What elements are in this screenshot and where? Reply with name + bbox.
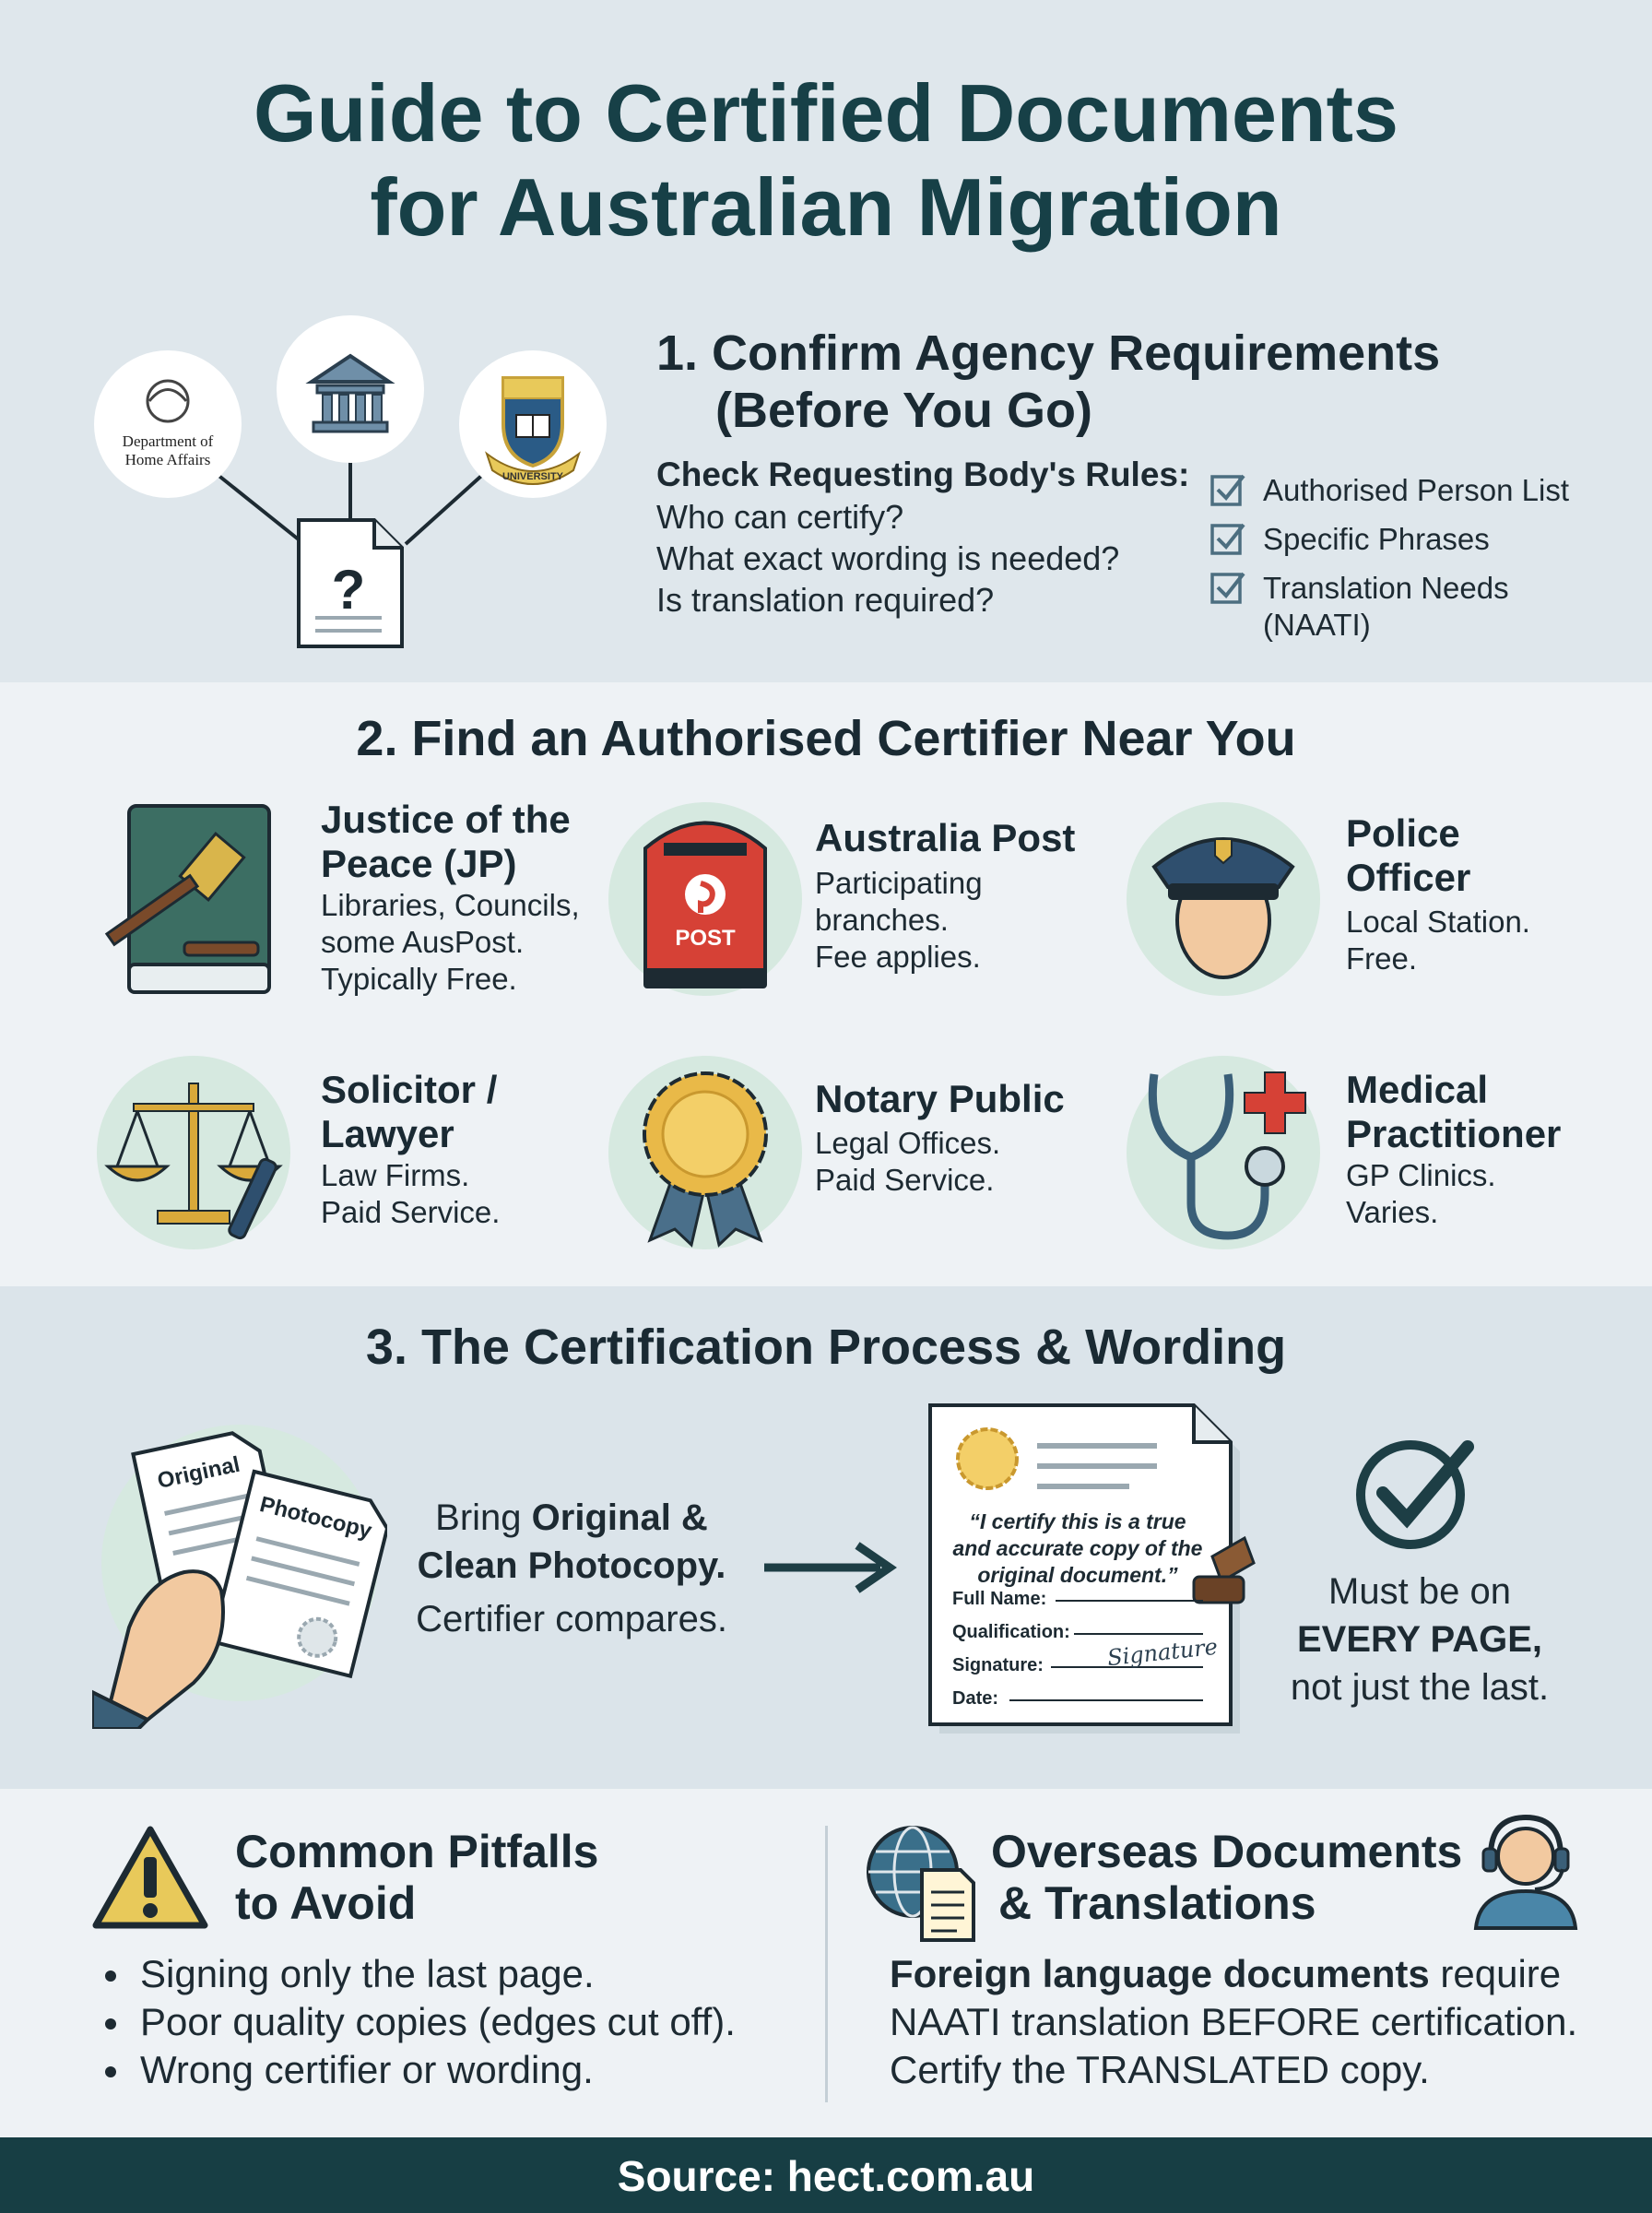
certification-quote: “I certify this is a true and accurate c…: [952, 1509, 1203, 1587]
certifier-title: Police Officer: [1346, 811, 1471, 899]
checklist-item: Specific Phrases: [1210, 521, 1490, 558]
certifier-desc: Local Station. Free.: [1346, 905, 1530, 976]
checklist-item: Translation Needs(NAATI): [1210, 570, 1509, 644]
certifier-desc: Participating branches. Fee applies.: [815, 866, 983, 974]
support-agent-icon: [1473, 1814, 1578, 1930]
step3-heading: 3. The Certification Process & Wording: [365, 1320, 1287, 1375]
rosette-icon: [608, 1056, 802, 1249]
step1-section: Department of Home Affairs UNIVERSITY: [0, 277, 1652, 682]
arrow-right-icon: [764, 1542, 897, 1593]
scales-pen-icon: [97, 1056, 290, 1249]
list-item: Wrong certifier or wording.: [101, 2046, 736, 2094]
tips-section: Common Pitfalls to Avoid Signing only th…: [0, 1789, 1652, 2137]
checkbox-checked-icon: [1210, 572, 1245, 604]
step1-heading: 1. Confirm Agency Requirements (Before Y…: [656, 325, 1441, 438]
certifier-desc: GP Clinics. Varies.: [1346, 1158, 1496, 1229]
overseas-heading: Overseas Documents & Translations: [991, 1826, 1463, 1929]
checkbox-checked-icon: [1210, 474, 1245, 506]
certified-copy-document: “I certify this is a true and accurate c…: [926, 1402, 1277, 1743]
list-item: Poor quality copies (edges cut off).: [101, 1998, 736, 2046]
page-title: Guide to Certified Documents for Austral…: [254, 67, 1398, 253]
post-box-icon: POST: [608, 802, 802, 996]
overseas-text: Foreign language documents require NAATI…: [890, 1952, 1578, 2091]
dept-label-1: Department of: [123, 432, 214, 450]
police-officer-icon: [1127, 802, 1320, 996]
certifier-title: Medical Practitioner: [1346, 1068, 1562, 1155]
warning-icon: [92, 1826, 208, 1929]
university-crest-icon: UNIVERSITY: [459, 350, 607, 498]
stethoscope-icon: [1127, 1056, 1320, 1249]
step3-section: 3. The Certification Process & Wording O…: [0, 1286, 1652, 1789]
gavel-book-icon: [92, 802, 286, 996]
bring-documents-text: Bring Original & Clean Photocopy. Certif…: [416, 1497, 727, 1639]
certifier-title: Notary Public: [815, 1077, 1065, 1120]
post-label: POST: [675, 926, 736, 951]
column-divider: [825, 1826, 828, 2102]
header-section: Guide to Certified Documents for Austral…: [0, 0, 1652, 277]
certifier-title: Australia Post: [815, 816, 1076, 859]
checklist-item: Authorised Person List: [1210, 472, 1569, 509]
certifier-title: Justice of the Peace (JP): [321, 798, 571, 885]
documents-hand-illustration: Original Photocopy: [90, 1415, 390, 1731]
question-document-icon: ?: [295, 516, 406, 650]
home-affairs-icon: Department of Home Affairs: [94, 350, 242, 498]
step1-subheading: Check Requesting Body's Rules:: [656, 456, 1190, 493]
certifier-desc: Libraries, Councils, some AusPost. Typic…: [321, 888, 580, 996]
university-label: UNIVERSITY: [502, 471, 564, 482]
checkmark-circle-icon: [1356, 1440, 1474, 1549]
pitfalls-list: Signing only the last page. Poor quality…: [101, 1950, 736, 2094]
step1-question: Who can certify?: [656, 498, 904, 536]
step2-section: 2. Find an Authorised Certifier Near You…: [0, 682, 1652, 1286]
certifier-desc: Law Firms. Paid Service.: [321, 1158, 501, 1229]
step1-question: What exact wording is needed?: [656, 539, 1120, 577]
list-item: Signing only the last page.: [101, 1950, 736, 1998]
svg-text:?: ?: [332, 559, 366, 621]
step2-heading: 2. Find an Authorised Certifier Near You: [356, 711, 1296, 766]
footer: Source: hect.com.au: [0, 2137, 1652, 2213]
source-credit: Source: hect.com.au: [617, 2152, 1035, 2200]
globe-document-icon: [867, 1826, 975, 1942]
checkbox-checked-icon: [1210, 523, 1245, 555]
certification-fields: Full Name: Qualification: Signature: Dat…: [952, 1589, 1070, 1709]
certifier-desc: Legal Offices. Paid Service.: [815, 1126, 1001, 1197]
dept-label-2: Home Affairs: [125, 451, 211, 468]
pitfalls-heading: Common Pitfalls to Avoid: [235, 1826, 599, 1929]
step1-question: Is translation required?: [656, 581, 995, 619]
every-page-note: Must be on EVERY PAGE, not just the last…: [1290, 1571, 1550, 1708]
government-building-icon: [277, 315, 424, 463]
certifier-title: Solicitor / Lawyer: [321, 1068, 498, 1155]
